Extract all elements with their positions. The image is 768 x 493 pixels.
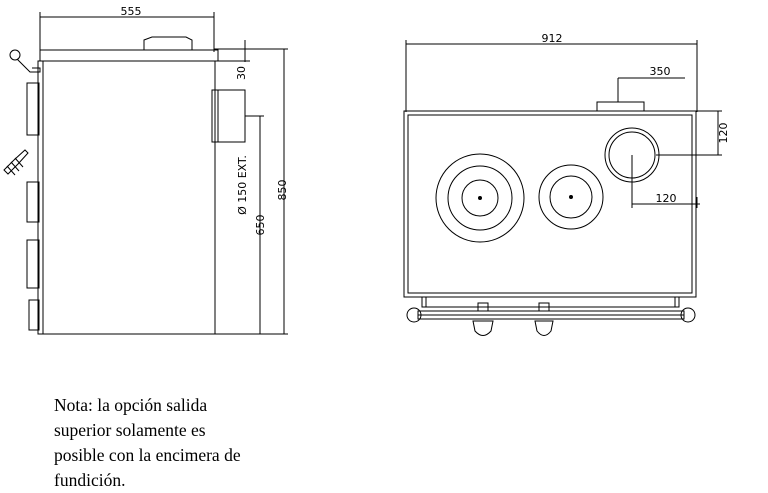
side-view xyxy=(3,12,288,335)
side-top-offset-label: 30 xyxy=(235,66,248,80)
side-width-label: 555 xyxy=(121,5,142,18)
outlet-x2-label: 120 xyxy=(656,192,677,205)
outlet-x-label: 350 xyxy=(650,65,671,78)
front-width-label: 912 xyxy=(542,32,563,45)
note-line: Nota: la opción salida xyxy=(54,395,208,415)
outlet-y-label: 120 xyxy=(717,123,730,144)
total-height-label: 850 xyxy=(276,180,289,201)
note-line: posible con la encimera de xyxy=(54,445,241,465)
note-line: superior solamente es xyxy=(54,420,206,440)
outlet-height-label: 650 xyxy=(254,215,267,236)
flue-diameter-label: Ø 150 EXT. xyxy=(236,155,249,215)
note-text: Nota: la opción salida superior solament… xyxy=(54,393,304,493)
front-view xyxy=(403,40,722,336)
note-line: fundición. xyxy=(54,470,126,490)
